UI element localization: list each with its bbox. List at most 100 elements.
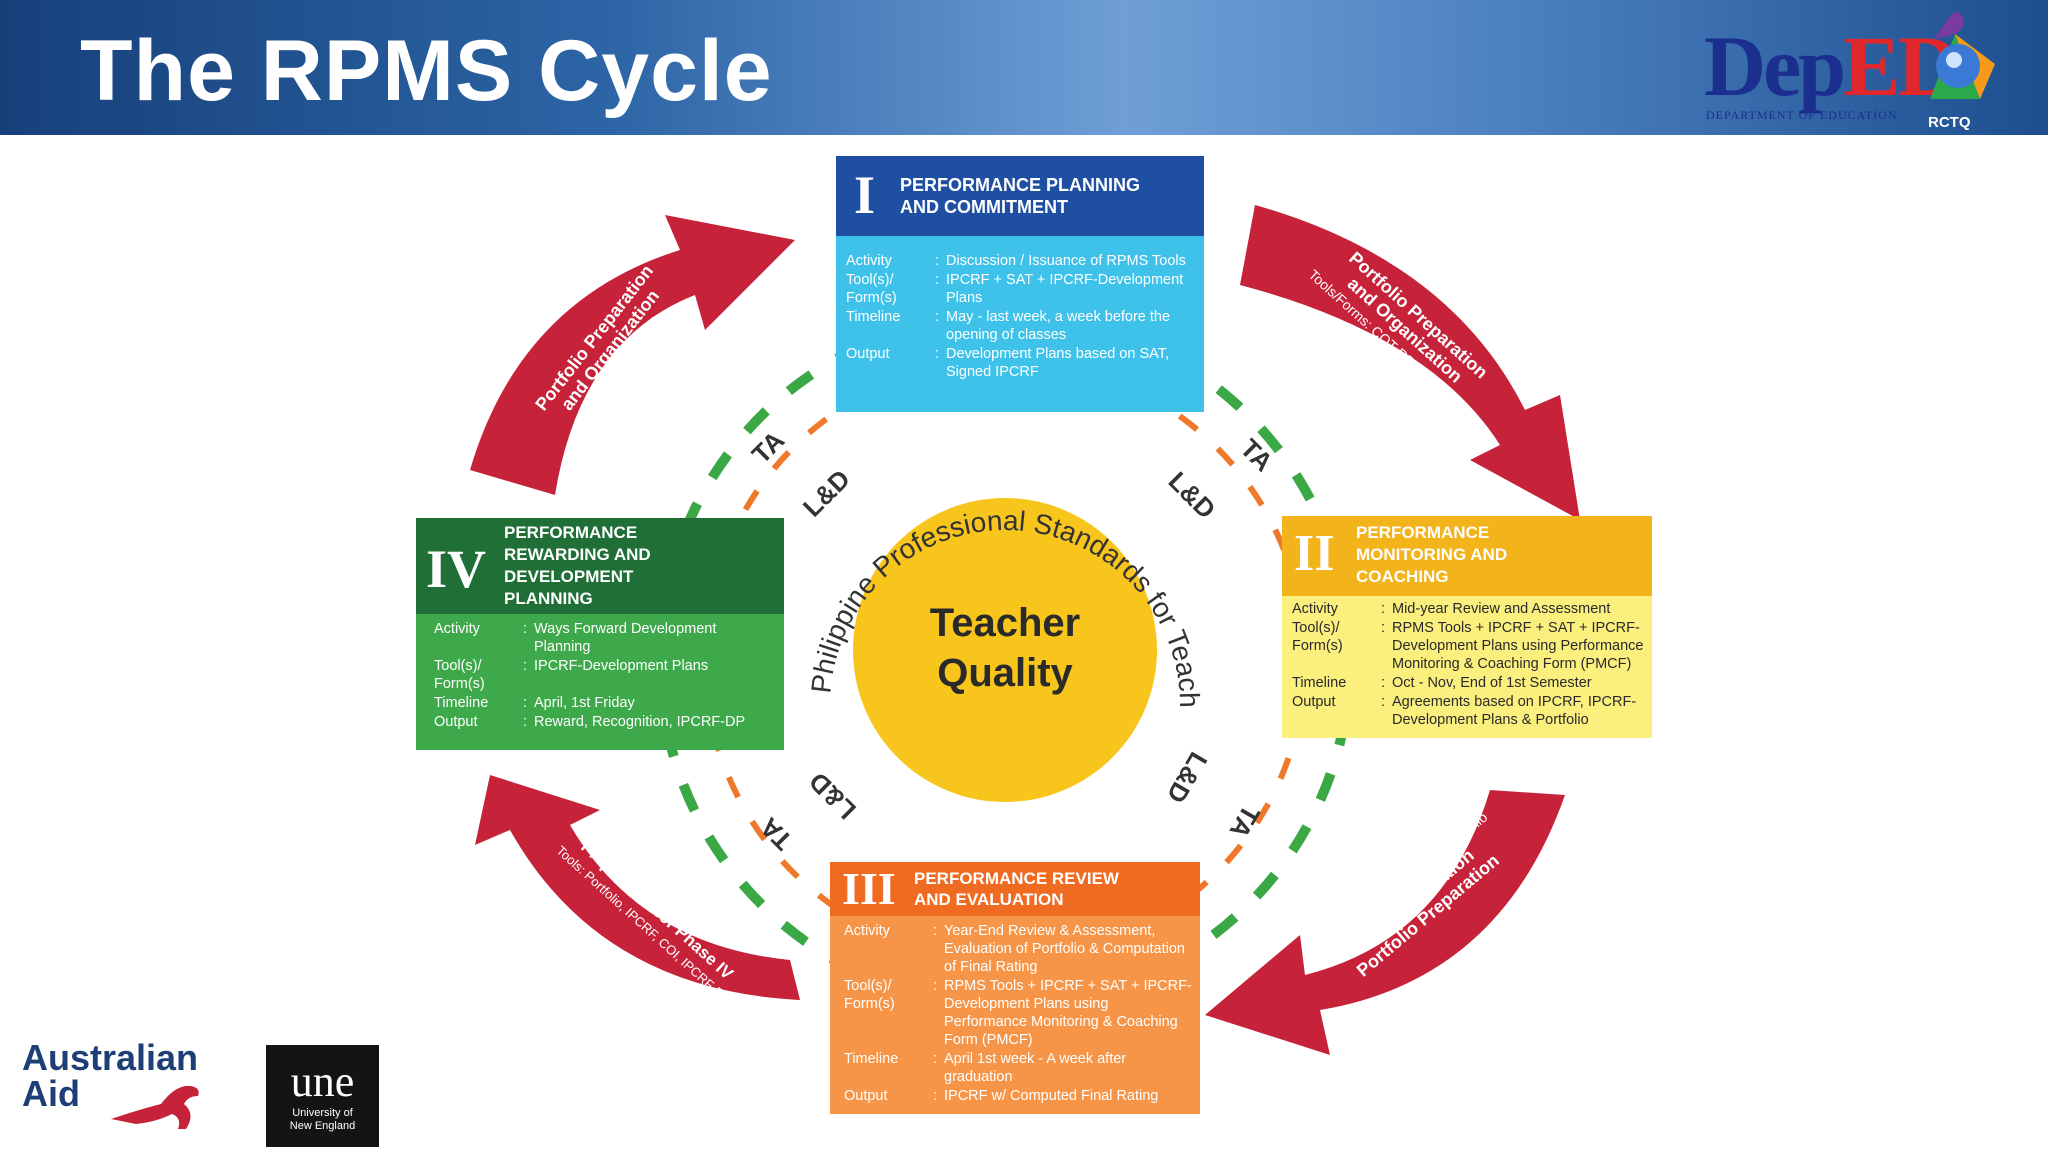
- phase-2-body: Activity:Mid-year Review and Assessment …: [1282, 596, 1652, 738]
- arrow-bottom-right: [1205, 790, 1565, 1055]
- phase-2-title-l2: MONITORING AND: [1356, 545, 1508, 564]
- phase-2-row-output: Output:Agreements based on IPCRF, IPCRF-…: [1292, 693, 1646, 729]
- phase-3-title-l2: AND EVALUATION: [914, 890, 1064, 909]
- une-wordmark: une: [290, 1057, 355, 1106]
- phase-4-value: Ways Forward Development Planning: [534, 621, 717, 655]
- teacher-quality-circle: [853, 498, 1157, 802]
- phase-1-row-output: Output:Development Plans based on SAT, S…: [846, 345, 1192, 381]
- phase-1-row-tools: Tool(s)/ Form(s):IPCRF + SAT + IPCRF-Dev…: [846, 271, 1192, 307]
- phase-2-title-l3: COACHING: [1356, 567, 1449, 586]
- phase-4-header: IV PERFORMANCE REWARDING AND DEVELOPMENT…: [416, 518, 784, 614]
- phase-3-key: Activity: [844, 923, 890, 939]
- phase-4-title-l2: REWARDING AND: [504, 545, 651, 564]
- phase-3-key: Tool(s)/ Form(s): [844, 978, 895, 1012]
- center-label: Teacher Quality: [880, 598, 1130, 698]
- phase-1-title: PERFORMANCE PLANNING AND COMMITMENT: [900, 174, 1140, 218]
- phase-2-key: Timeline: [1292, 675, 1347, 691]
- phase-3-key: Timeline: [844, 1051, 899, 1067]
- phase-4-title-l4: PLANNING: [504, 589, 593, 608]
- phase-1-value: Development Plans based on SAT, Signed I…: [946, 346, 1170, 380]
- arrow-bottom-left: [475, 775, 800, 1000]
- rctq-label: RCTQ: [1928, 114, 1971, 131]
- phase-3-row-activity: Activity:Year-End Review & Assessment, E…: [844, 922, 1194, 976]
- phase-1-value: May - last week, a week before the openi…: [946, 309, 1171, 343]
- phase-4-value: April, 1st Friday: [534, 695, 635, 711]
- phase-4-row-tools: Tool(s)/ Form(s):IPCRF-Development Plans: [434, 657, 776, 693]
- phase-4-row-output: Output:Reward, Recognition, IPCRF-DP: [434, 713, 776, 731]
- phase-3-row-output: Output:IPCRF w/ Computed Final Rating: [844, 1087, 1194, 1105]
- australian-aid-logo: Australian Aid: [22, 1037, 199, 1129]
- phase-2-value: Oct - Nov, End of 1st Semester: [1392, 675, 1592, 691]
- phase-1-key: Activity: [846, 253, 892, 269]
- phase-1-title-l2: AND COMMITMENT: [900, 197, 1068, 217]
- phase-4-body: Activity:Ways Forward Development Planni…: [416, 614, 784, 750]
- phase-3-title-l1: PERFORMANCE REVIEW: [914, 869, 1119, 888]
- phase-3-row-tools: Tool(s)/ Form(s):RPMS Tools + IPCRF + SA…: [844, 977, 1194, 1049]
- phase-2-header: II PERFORMANCE MONITORING AND COACHING: [1282, 516, 1652, 596]
- kangaroo-icon: [111, 1085, 199, 1129]
- phase-4-title: PERFORMANCE REWARDING AND DEVELOPMENT PL…: [504, 522, 651, 610]
- phase-2-row-timeline: Timeline:Oct - Nov, End of 1st Semester: [1292, 674, 1646, 692]
- phase-1-value: IPCRF + SAT + IPCRF-Development Plans: [946, 272, 1184, 306]
- phase-3-title: PERFORMANCE REVIEW AND EVALUATION: [914, 868, 1119, 910]
- phase-3-header: III PERFORMANCE REVIEW AND EVALUATION: [830, 862, 1200, 916]
- phase-1-card: I PERFORMANCE PLANNING AND COMMITMENT Ac…: [836, 156, 1204, 412]
- deped-emblem-icon: [1930, 11, 1995, 99]
- phase-4-key: Output: [434, 714, 478, 730]
- une-sub1: University of: [292, 1107, 353, 1119]
- phase-2-row-activity: Activity:Mid-year Review and Assessment: [1292, 600, 1646, 618]
- phase-3-key: Output: [844, 1088, 888, 1104]
- phase-2-numeral: II: [1294, 525, 1335, 582]
- phase-2-title: PERFORMANCE MONITORING AND COACHING: [1356, 522, 1507, 588]
- phase-1-row-activity: Activity:Discussion / Issuance of RPMS T…: [846, 252, 1192, 270]
- phase-4-value: Reward, Recognition, IPCRF-DP: [534, 714, 746, 730]
- phase-2-title-l1: PERFORMANCE: [1356, 523, 1490, 542]
- phase-1-key: Timeline: [846, 309, 901, 325]
- center-title-line2: Quality: [937, 651, 1073, 695]
- phase-3-row-timeline: Timeline:April 1st week - A week after g…: [844, 1050, 1194, 1086]
- phase-1-row-timeline: Timeline:May - last week, a week before …: [846, 308, 1192, 344]
- une-logo: une University of New England: [266, 1045, 379, 1147]
- deped-subtitle: DEPARTMENT OF EDUCATION: [1706, 108, 1898, 122]
- phase-2-key: Tool(s)/ Form(s): [1292, 620, 1343, 654]
- arrow-top-right: [1240, 205, 1580, 520]
- phase-4-numeral: IV: [426, 539, 487, 599]
- phase-4-row-timeline: Timeline:April, 1st Friday: [434, 694, 776, 712]
- phase-1-key: Tool(s)/ Form(s): [846, 272, 897, 306]
- phase-4-row-activity: Activity:Ways Forward Development Planni…: [434, 620, 776, 656]
- phase-1-key: Output: [846, 346, 890, 362]
- slide-header: The RPMS Cycle DepED DEPARTMENT OF EDUCA…: [0, 0, 2048, 135]
- phase-3-numeral: III: [842, 863, 896, 914]
- arrow-top-left: [470, 215, 795, 495]
- phase-4-key: Activity: [434, 621, 480, 637]
- phase-3-value: Year-End Review & Assessment, Evaluation…: [944, 923, 1185, 975]
- phase-4-card: IV PERFORMANCE REWARDING AND DEVELOPMENT…: [416, 518, 784, 750]
- phase-1-numeral: I: [854, 165, 876, 225]
- phase-3-body: Activity:Year-End Review & Assessment, E…: [830, 916, 1200, 1114]
- phase-3-value: April 1st week - A week after graduation: [944, 1051, 1127, 1085]
- slide-title: The RPMS Cycle: [80, 23, 773, 119]
- phase-2-key: Output: [1292, 694, 1336, 710]
- phase-2-card: II PERFORMANCE MONITORING AND COACHING A…: [1282, 516, 1652, 738]
- phase-1-header: I PERFORMANCE PLANNING AND COMMITMENT: [836, 156, 1204, 236]
- phase-3-card: III PERFORMANCE REVIEW AND EVALUATION Ac…: [830, 862, 1200, 1114]
- phase-2-value: Mid-year Review and Assessment: [1392, 601, 1611, 617]
- aa-line1: Australian: [22, 1037, 199, 1078]
- phase-1-body: Activity:Discussion / Issuance of RPMS T…: [836, 236, 1204, 412]
- une-sub2: New England: [289, 1120, 356, 1132]
- phase-1-value: Discussion / Issuance of RPMS Tools: [946, 253, 1186, 269]
- phase-2-row-tools: Tool(s)/ Form(s):RPMS Tools + IPCRF + SA…: [1292, 619, 1646, 673]
- phase-2-value: Agreements based on IPCRF, IPCRF-Develop…: [1392, 694, 1637, 728]
- phase-2-key: Activity: [1292, 601, 1338, 617]
- phase-3-value: RPMS Tools + IPCRF + SAT + IPCRF-Develop…: [944, 978, 1192, 1048]
- deped-logo: DepED DEPARTMENT OF EDUCATION RCTQ: [1700, 4, 2020, 132]
- phase-4-value: IPCRF-Development Plans: [534, 658, 709, 674]
- phase-1-title-l1: PERFORMANCE PLANNING: [900, 175, 1141, 195]
- phase-4-title-l1: PERFORMANCE: [504, 523, 638, 542]
- phase-4-title-l3: DEVELOPMENT: [504, 567, 634, 586]
- phase-2-value: RPMS Tools + IPCRF + SAT + IPCRF-Develop…: [1392, 620, 1644, 672]
- phase-4-key: Tool(s)/ Form(s): [434, 658, 485, 692]
- center-title-line1: Teacher: [929, 601, 1081, 645]
- phase-3-value: IPCRF w/ Computed Final Rating: [944, 1088, 1159, 1104]
